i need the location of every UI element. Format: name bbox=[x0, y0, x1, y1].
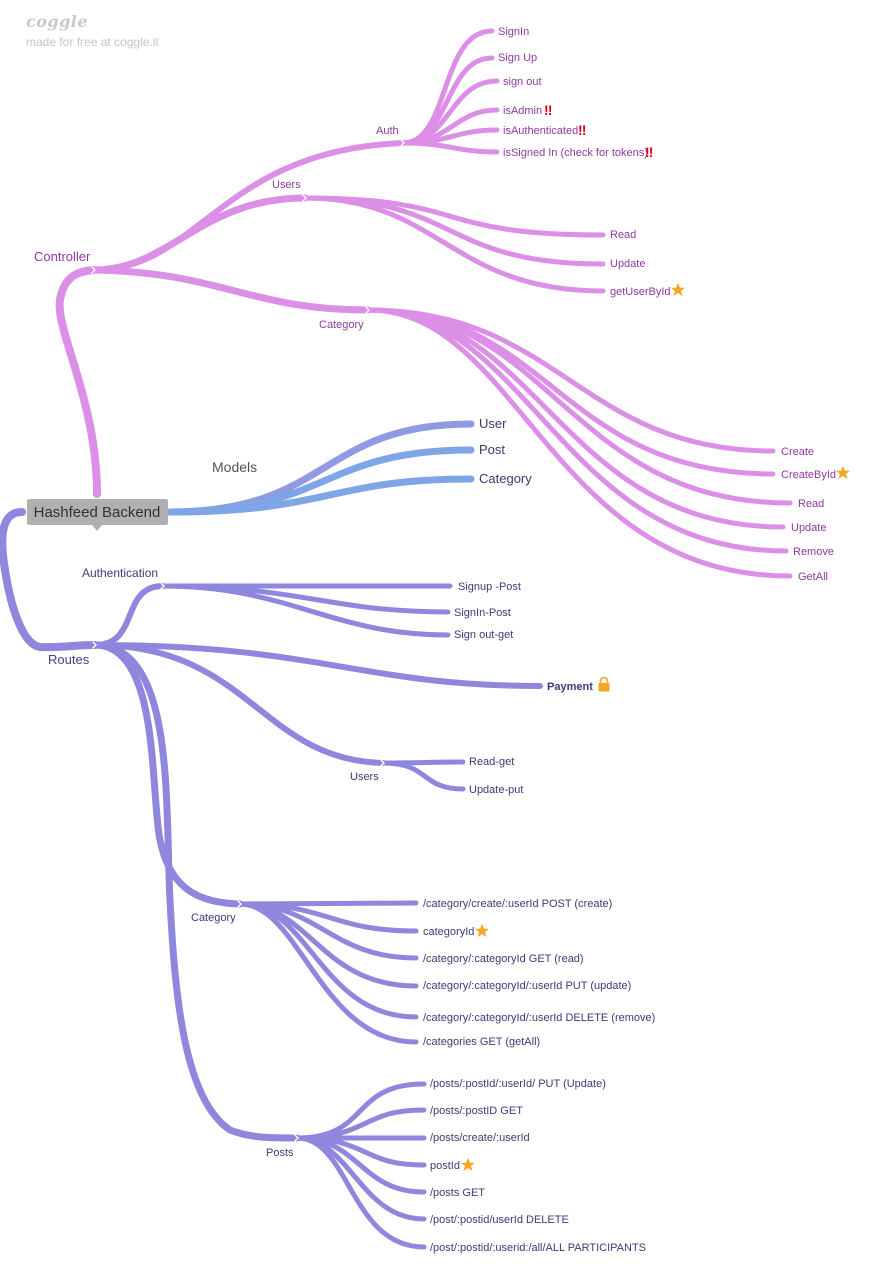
models-item-category[interactable]: Category bbox=[479, 471, 532, 486]
edge-posts-get-id bbox=[294, 1107, 427, 1141]
star-icon bbox=[475, 924, 489, 937]
ccat-item-createbyid[interactable]: CreateById bbox=[781, 469, 836, 481]
coggle-logo: coggle bbox=[26, 12, 89, 31]
posts-item-put[interactable]: /posts/:postId/:userId/ PUT (Update) bbox=[430, 1078, 606, 1090]
posts-item-delete[interactable]: /post/:postid/userId DELETE bbox=[430, 1214, 569, 1226]
controller-branch bbox=[55, 28, 793, 579]
auth-item-isauthenticated[interactable]: isAuthenticated bbox=[503, 125, 578, 137]
ccat-item-update[interactable]: Update bbox=[791, 522, 826, 534]
edge-controller-category bbox=[90, 266, 372, 314]
rusers-item-update[interactable]: Update-put bbox=[469, 784, 523, 796]
edge-users-update bbox=[302, 195, 606, 267]
posts-item-postid[interactable]: postId bbox=[430, 1160, 460, 1172]
payment-label[interactable]: Payment bbox=[547, 681, 593, 693]
models-label[interactable]: Models bbox=[212, 459, 257, 475]
edge-controller-auth bbox=[91, 140, 406, 273]
root-node[interactable]: Hashfeed Backend bbox=[27, 499, 168, 531]
ccat-item-getall[interactable]: GetAll bbox=[798, 571, 828, 583]
ccat-item-remove[interactable]: Remove bbox=[793, 546, 834, 558]
edge-users-getuserbyid bbox=[302, 195, 606, 294]
edge-routes-payment bbox=[92, 642, 543, 689]
rcat-item-update[interactable]: /category/:categoryId/:userId PUT (updat… bbox=[423, 980, 631, 992]
edge-models-category bbox=[166, 475, 475, 516]
edge-auth-signout-get bbox=[160, 583, 451, 638]
edge-auth-issignedin bbox=[400, 140, 500, 155]
edge-routes-authentication bbox=[92, 583, 166, 648]
edge-controller-users bbox=[90, 194, 309, 274]
posts-item-getall[interactable]: /posts GET bbox=[430, 1187, 485, 1199]
rcat-item-create[interactable]: /category/create/:userId POST (create) bbox=[423, 898, 612, 910]
alert-icon: ‼ bbox=[578, 122, 586, 138]
rcat-item-remove[interactable]: /category/:categoryId/:userId DELETE (re… bbox=[423, 1012, 655, 1024]
auth-item-signin[interactable]: SignIn bbox=[498, 26, 529, 38]
posts-label[interactable]: Posts bbox=[266, 1147, 294, 1159]
routes-label[interactable]: Routes bbox=[48, 652, 90, 667]
edge-routes-users bbox=[92, 642, 386, 766]
chevron-right-icon bbox=[365, 306, 370, 314]
users-item-update[interactable]: Update bbox=[610, 258, 645, 270]
models-branch bbox=[166, 420, 475, 516]
rauth-item-signin[interactable]: SignIn-Post bbox=[454, 607, 511, 619]
authentication-label[interactable]: Authentication bbox=[82, 566, 158, 580]
rauth-item-signout[interactable]: Sign out-get bbox=[454, 629, 513, 641]
chevron-right-icon bbox=[380, 759, 385, 767]
chevron-right-icon bbox=[302, 194, 307, 202]
users-item-read[interactable]: Read bbox=[610, 229, 636, 241]
rusers-item-read[interactable]: Read-get bbox=[469, 756, 514, 768]
alert-icon: ‼ bbox=[645, 144, 653, 160]
edge-rcat-remove bbox=[237, 901, 419, 1020]
rcat-item-categoryid[interactable]: categoryId bbox=[423, 926, 474, 938]
edge-ccat-remove bbox=[365, 307, 789, 554]
star-icon bbox=[461, 1158, 475, 1171]
posts-item-get-id[interactable]: /posts/:postID GET bbox=[430, 1105, 523, 1117]
controller-label[interactable]: Controller bbox=[34, 249, 91, 264]
chevron-right-icon bbox=[92, 641, 97, 649]
rcat-item-getall[interactable]: /categories GET (getAll) bbox=[423, 1036, 540, 1048]
auth-label[interactable]: Auth bbox=[376, 125, 399, 137]
auth-item-issignedin[interactable]: isSigned In (check for tokens) bbox=[503, 147, 648, 159]
edge-routes-posts bbox=[91, 641, 301, 1142]
rusers-label[interactable]: Users bbox=[350, 771, 379, 783]
chevron-right-icon bbox=[91, 266, 96, 274]
coggle-tagline: made for free at coggle.it bbox=[26, 35, 159, 49]
edge-routes-category bbox=[91, 641, 244, 908]
routes-branch bbox=[0, 508, 543, 1250]
edge-rusers-update bbox=[380, 760, 466, 792]
star-icon bbox=[671, 283, 685, 296]
controller-users-label[interactable]: Users bbox=[272, 179, 301, 191]
ccat-item-create[interactable]: Create bbox=[781, 446, 814, 458]
lock-icon bbox=[598, 676, 610, 692]
rauth-item-signup[interactable]: Signup -Post bbox=[458, 581, 521, 593]
chevron-right-icon bbox=[160, 582, 165, 590]
rcat-item-read[interactable]: /category/:categoryId GET (read) bbox=[423, 953, 584, 965]
alert-icon: ‼ bbox=[544, 102, 552, 118]
edge-ccat-getall bbox=[365, 307, 793, 579]
star-icon bbox=[836, 466, 850, 479]
posts-item-create[interactable]: /posts/create/:userId bbox=[430, 1132, 530, 1144]
rcat-label[interactable]: Category bbox=[191, 912, 236, 924]
ccat-item-read[interactable]: Read bbox=[798, 498, 824, 510]
posts-item-participants[interactable]: /post/:postid/:userid:/all/ALL PARTICIPA… bbox=[430, 1242, 646, 1254]
auth-item-signup[interactable]: Sign Up bbox=[498, 52, 537, 64]
root-label: Hashfeed Backend bbox=[34, 504, 161, 521]
chevron-right-icon bbox=[294, 1134, 299, 1142]
models-item-post[interactable]: Post bbox=[479, 442, 505, 457]
auth-item-isadmin[interactable]: isAdmin bbox=[503, 105, 542, 117]
chevron-right-icon bbox=[237, 900, 242, 908]
edge-root-routes bbox=[0, 508, 99, 652]
users-item-getuserbyid[interactable]: getUserById bbox=[610, 286, 671, 298]
edge-posts-participants bbox=[294, 1135, 427, 1250]
coggle-brand: coggle made for free at coggle.it bbox=[26, 12, 159, 49]
edge-root-controller bbox=[55, 266, 101, 498]
controller-category-label[interactable]: Category bbox=[319, 319, 364, 331]
edge-rcat-getall bbox=[237, 901, 419, 1045]
auth-item-signout[interactable]: sign out bbox=[503, 76, 542, 88]
chevron-right-icon bbox=[400, 139, 405, 147]
models-item-user[interactable]: User bbox=[479, 416, 507, 431]
